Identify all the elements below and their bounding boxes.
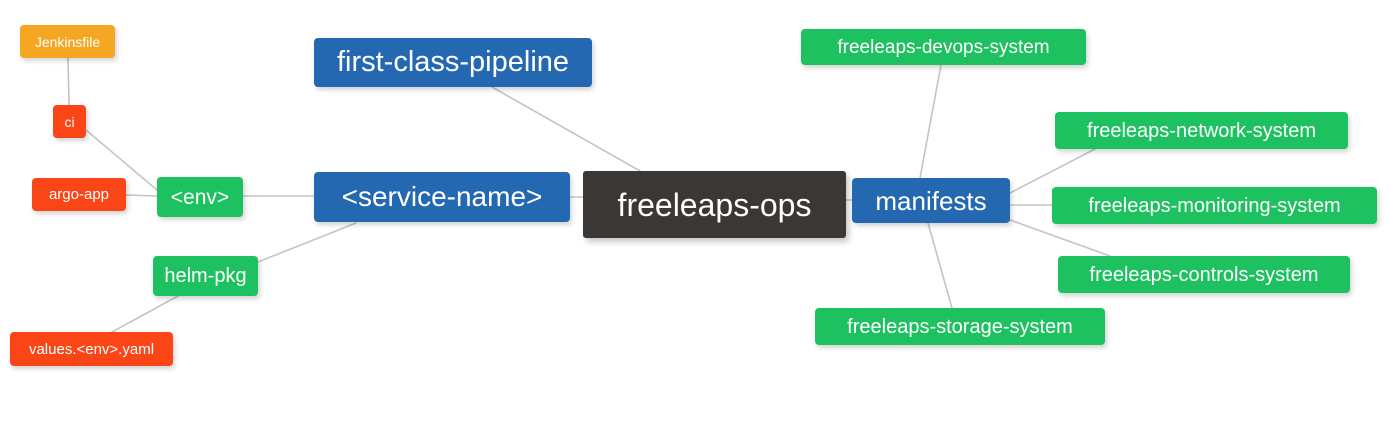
node-helm-pkg[interactable]: helm-pkg bbox=[153, 256, 258, 296]
node-manifests[interactable]: manifests bbox=[852, 178, 1010, 223]
node-argo-app[interactable]: argo-app bbox=[32, 178, 126, 211]
node-ci[interactable]: ci bbox=[53, 105, 86, 138]
edge-manifests-to-freeleaps-storage-system bbox=[927, 222, 953, 309]
node-jenkinsfile[interactable]: Jenkinsfile bbox=[20, 25, 115, 58]
node-freeleaps-controls-system[interactable]: freeleaps-controls-system bbox=[1058, 256, 1350, 293]
node-freeleaps-ops[interactable]: freeleaps-ops bbox=[583, 171, 846, 238]
edge-service-name-to-helm-pkg bbox=[257, 222, 357, 263]
node-service-name[interactable]: <service-name> bbox=[314, 172, 570, 222]
node-values-env-yaml[interactable]: values.<env>.yaml bbox=[10, 332, 173, 366]
edge-manifests-to-freeleaps-controls-system bbox=[1009, 219, 1111, 257]
edge-jenkinsfile-to-ci bbox=[67, 57, 70, 106]
edge-first-class-pipeline-to-freeleaps-ops bbox=[491, 86, 641, 172]
node-env[interactable]: <env> bbox=[157, 177, 243, 217]
node-first-class-pipeline[interactable]: first-class-pipeline bbox=[314, 38, 592, 87]
edge-argo-app-to-env bbox=[125, 194, 158, 197]
node-freeleaps-network-system[interactable]: freeleaps-network-system bbox=[1055, 112, 1348, 149]
edge-helm-pkg-to-values-env-yaml bbox=[111, 295, 179, 333]
edge-manifests-to-freeleaps-devops-system bbox=[919, 64, 942, 179]
node-freeleaps-monitoring-system[interactable]: freeleaps-monitoring-system bbox=[1052, 187, 1377, 224]
node-freeleaps-storage-system[interactable]: freeleaps-storage-system bbox=[815, 308, 1105, 345]
node-freeleaps-devops-system[interactable]: freeleaps-devops-system bbox=[801, 29, 1086, 65]
